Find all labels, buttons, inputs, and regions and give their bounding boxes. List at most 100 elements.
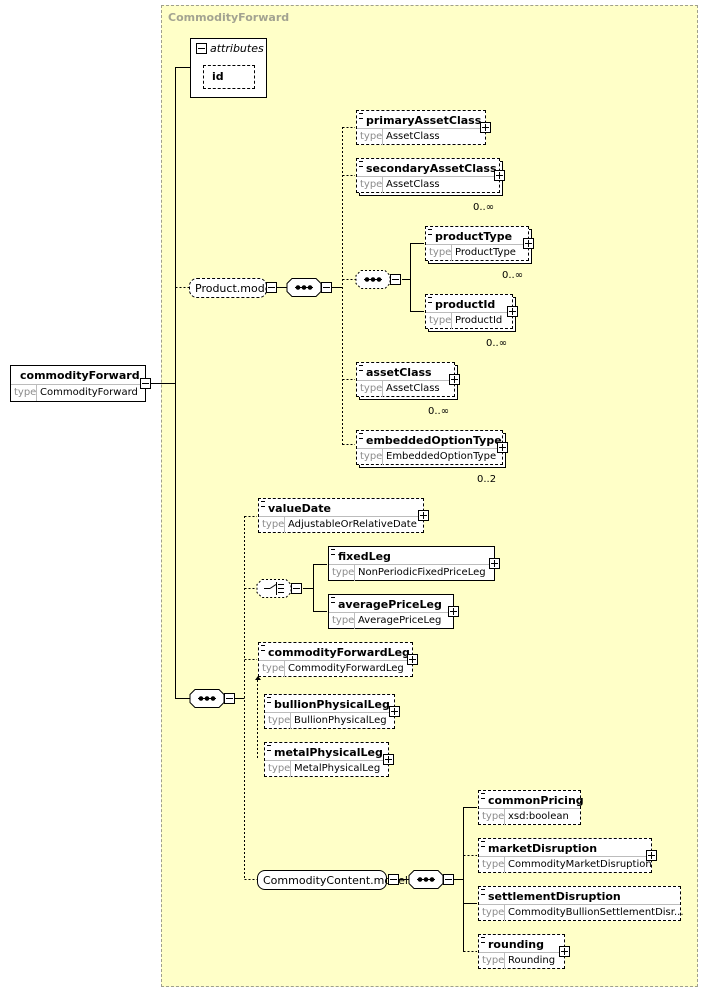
collapse-root-button[interactable]	[140, 378, 151, 389]
expand-productId-button[interactable]	[507, 306, 518, 317]
group-commodity-content-model[interactable]: CommodityContent.model	[257, 870, 408, 890]
element-marker-icon	[481, 937, 485, 943]
expand-primaryAssetClass-button[interactable]	[480, 122, 491, 133]
element-marker-icon	[267, 745, 271, 751]
expand-averagePriceLeg-button[interactable]	[448, 606, 459, 617]
element-marker-icon	[359, 113, 363, 119]
element-marker-icon	[267, 697, 271, 703]
element-name: embeddedOptionType	[366, 434, 502, 447]
element-type: ProductType	[455, 247, 516, 258]
element-name: fixedLeg	[338, 550, 391, 563]
element-type: BullionPhysicalLeg	[294, 715, 387, 726]
element-name: bullionPhysicalLeg	[274, 698, 390, 711]
expand-embeddedOptionType-button[interactable]	[497, 442, 508, 453]
attributes-title: attributes	[210, 42, 264, 55]
occurrence-label: 0..∞	[486, 338, 508, 349]
element-marker-icon	[481, 841, 485, 847]
collapse-choice-button[interactable]	[291, 583, 302, 594]
complex-type-label: CommodityForward	[168, 11, 290, 24]
expand-commodityForwardLeg-button[interactable]	[407, 654, 418, 665]
element-marker-icon	[359, 161, 363, 167]
expand-marketDisruption-button[interactable]	[646, 850, 657, 861]
expand-assetClass-button[interactable]	[449, 374, 460, 385]
element-name: assetClass	[366, 366, 432, 379]
element-marker-icon	[428, 229, 432, 235]
expand-metalPhysicalLeg-button[interactable]	[383, 754, 394, 765]
element-type: EmbeddedOptionType	[386, 451, 497, 462]
element-name: averagePriceLeg	[338, 598, 442, 611]
element-type: AssetClass	[386, 383, 440, 394]
element-marker-icon	[481, 889, 485, 895]
expand-secondaryAssetClass-button[interactable]	[494, 170, 505, 181]
collapse-attributes-button[interactable]	[196, 43, 207, 54]
element-marker-icon	[481, 793, 485, 799]
element-type: AssetClass	[386, 179, 440, 190]
element-marker-icon	[261, 501, 265, 507]
expand-valueDate-button[interactable]	[418, 510, 429, 521]
root-element-commodityForward[interactable]: commodityForward type CommodityForward	[10, 365, 146, 402]
element-name: metalPhysicalLeg	[274, 746, 383, 759]
element-marker-icon	[331, 597, 335, 603]
element-type: NonPeriodicFixedPriceLeg	[358, 567, 486, 578]
element-name: productId	[435, 298, 496, 311]
element-type: AdjustableOrRelativeDate	[288, 519, 417, 530]
substitution-group-arrow-icon	[255, 676, 261, 680]
element-name: secondaryAssetClass	[366, 162, 497, 175]
choice-compositor	[256, 579, 292, 598]
element-type: CommodityForward	[40, 387, 138, 398]
element-type: CommodityBullionSettlementDisr...	[508, 907, 684, 918]
element-name: rounding	[488, 938, 544, 951]
element-marker-icon	[331, 549, 335, 555]
expand-bullionPhysicalLeg-button[interactable]	[389, 706, 400, 717]
collapse-product-sequence-button[interactable]	[321, 282, 332, 293]
element-type: CommodityMarketDisruption	[508, 859, 652, 870]
attributes-box: attributes id	[190, 38, 267, 98]
element-marker-icon	[261, 645, 265, 651]
element-type: CommodityForwardLeg	[288, 663, 404, 674]
element-name: commodityForwardLeg	[268, 646, 410, 659]
element-type: xsd:boolean	[508, 811, 569, 822]
element-name: commonPricing	[488, 794, 584, 807]
element-type: MetalPhysicalLeg	[294, 763, 381, 774]
element-name: valueDate	[268, 502, 331, 515]
occurrence-label: 0..∞	[502, 270, 524, 281]
element-marker-icon	[428, 297, 432, 303]
collapse-commodity-content-model-button[interactable]	[388, 874, 399, 885]
occurrence-label: 0..∞	[428, 406, 450, 417]
group-product-model[interactable]: Product.model	[189, 278, 275, 298]
element-name: settlementDisruption	[488, 890, 621, 903]
collapse-content-sequence-button[interactable]	[443, 874, 454, 885]
element-marker-icon	[359, 365, 363, 371]
element-name: commodityForward	[20, 369, 140, 382]
expand-fixedLeg-button[interactable]	[489, 558, 500, 569]
element-name: marketDisruption	[488, 842, 598, 855]
attribute-id[interactable]: id	[203, 65, 255, 89]
expand-rounding-button[interactable]	[559, 946, 570, 957]
collapse-nested-sequence-button[interactable]	[390, 274, 401, 285]
collapse-main-sequence-button[interactable]	[224, 693, 235, 704]
expand-productType-button[interactable]	[523, 238, 534, 249]
element-type: Rounding	[508, 955, 556, 966]
occurrence-label: 0..∞	[473, 202, 495, 213]
occurrence-label: 0..2	[477, 474, 497, 485]
collapse-product-model-button[interactable]	[266, 282, 277, 293]
element-type: AssetClass	[386, 131, 440, 142]
